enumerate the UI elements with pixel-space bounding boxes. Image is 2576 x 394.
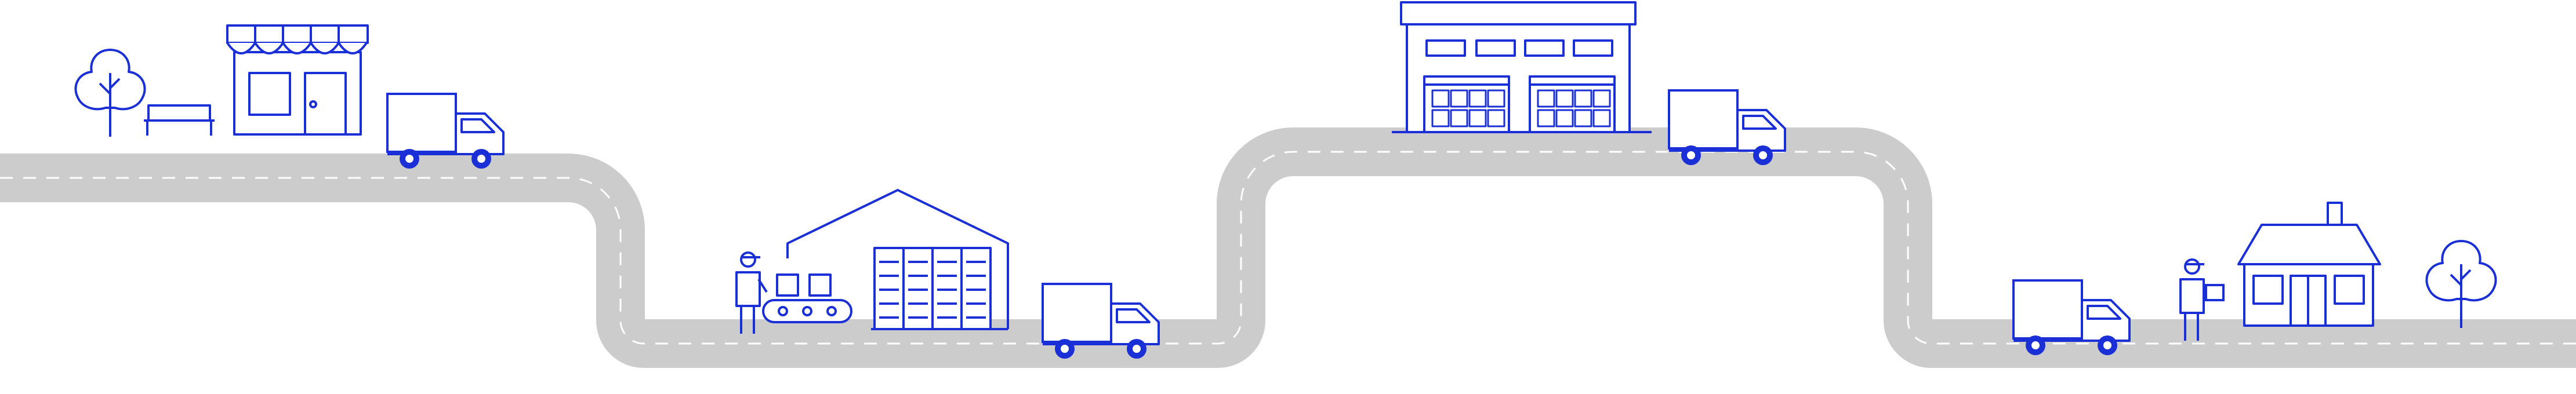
bench-icon <box>144 104 215 136</box>
tree-icon <box>2425 240 2497 329</box>
house-icon <box>2237 202 2381 327</box>
warehouse-worker-icon <box>735 251 768 335</box>
conveyor-belt-icon <box>762 273 852 323</box>
store-icon <box>226 24 369 136</box>
tree-icon <box>74 49 146 138</box>
courier-icon <box>2179 258 2225 342</box>
warehouse-icon <box>786 189 1009 330</box>
distribution-center-icon <box>1392 1 1652 133</box>
road-surface <box>0 127 2576 368</box>
road <box>0 127 2576 368</box>
road-lane-marking <box>0 151 2576 345</box>
